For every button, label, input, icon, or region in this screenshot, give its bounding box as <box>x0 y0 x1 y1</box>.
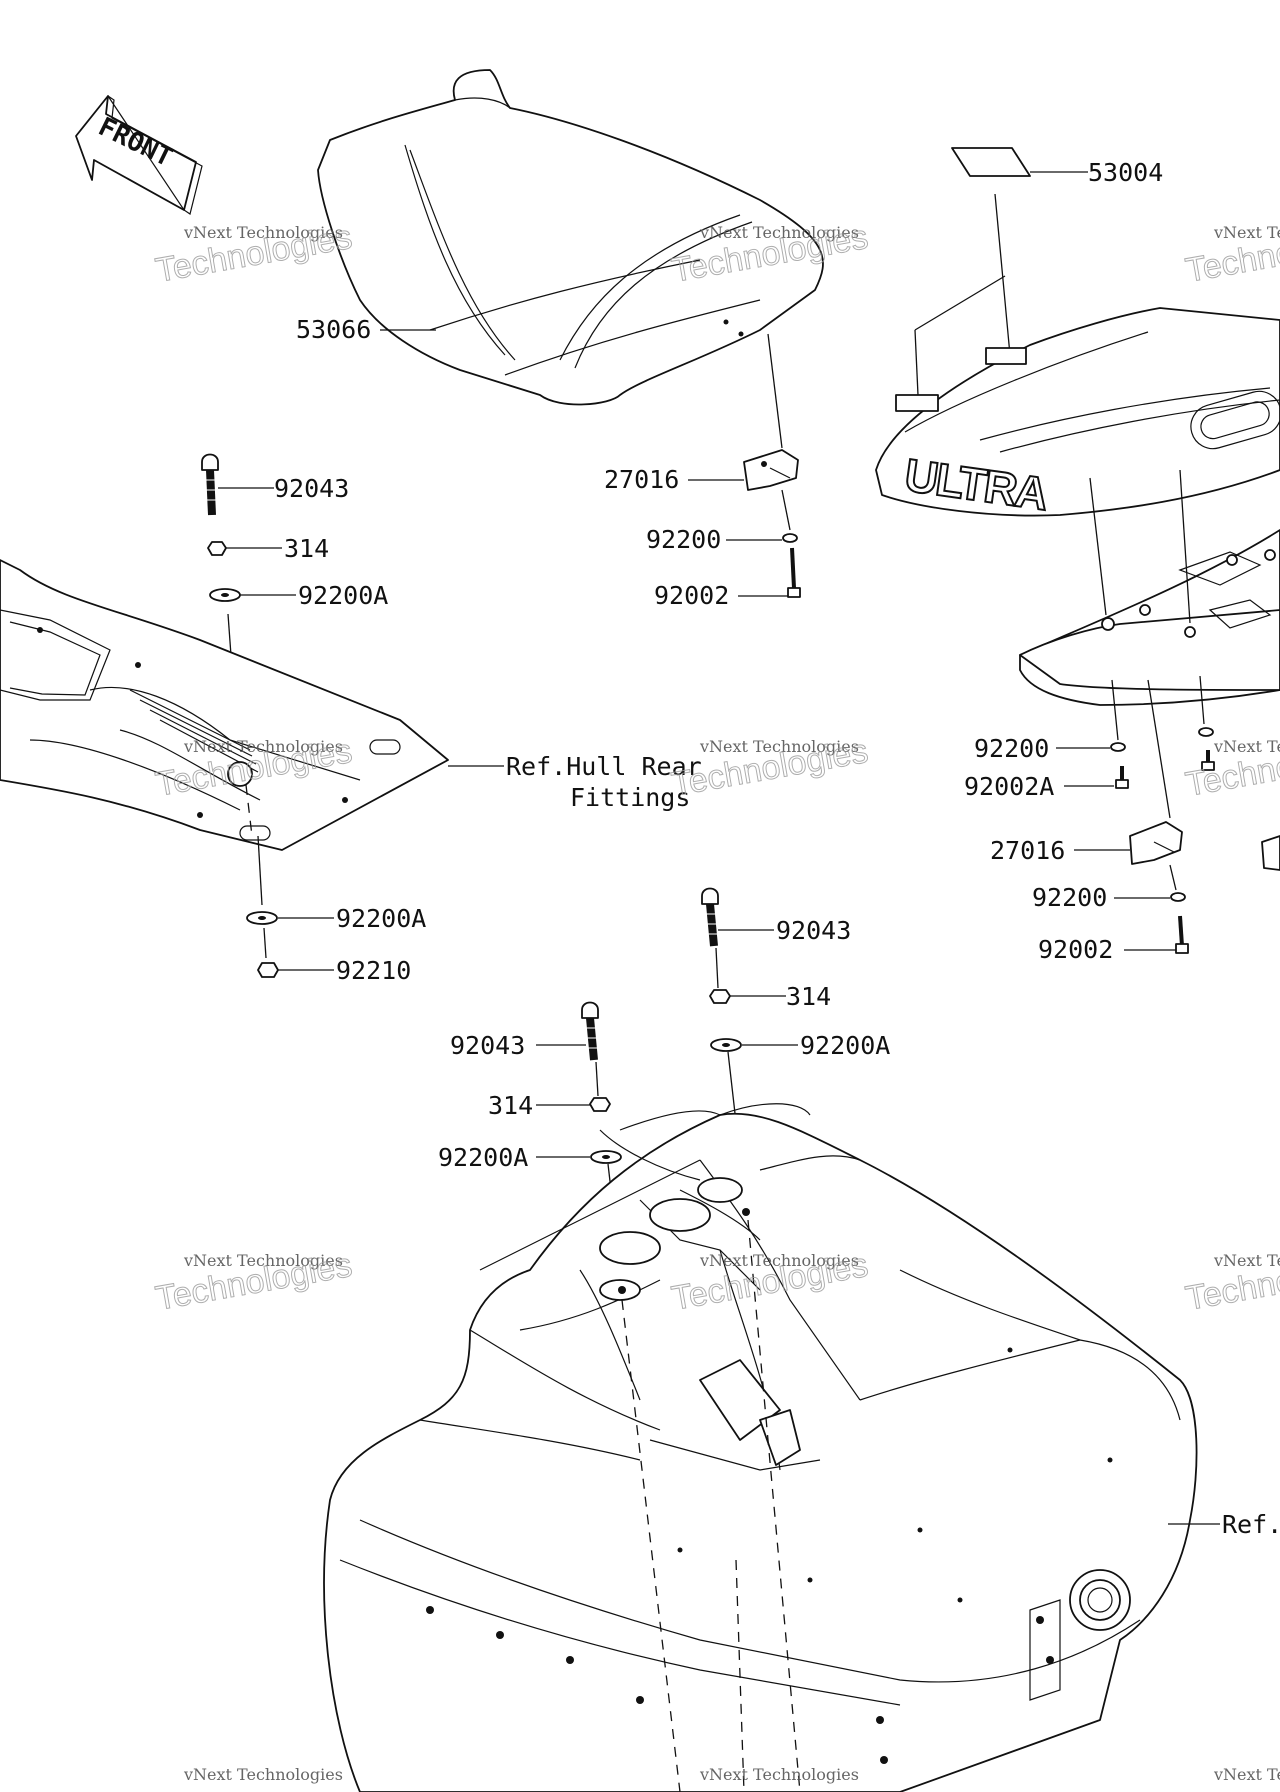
ref-hull-rear-line1[interactable]: Ref.Hull Rear <box>506 752 702 781</box>
watermark-text: vNext Technologies <box>699 1765 859 1784</box>
seat-hook-icon <box>1261 835 1280 871</box>
seat-icon <box>317 69 824 406</box>
part-number-92002-top[interactable]: 92002 <box>654 581 729 610</box>
nut-icon <box>709 989 731 1004</box>
part-number-92200-right-lower[interactable]: 92200 <box>1032 883 1107 912</box>
part-number-92043-middle-right[interactable]: 92043 <box>776 916 851 945</box>
part-number-92002-right[interactable]: 92002 <box>1038 935 1113 964</box>
part-number-53066[interactable]: 53066 <box>296 315 371 344</box>
washer-icon <box>1198 727 1214 737</box>
bolt-icon <box>787 547 801 598</box>
nut-icon <box>589 1097 611 1112</box>
washer-icon <box>246 911 278 925</box>
washer-icon <box>710 1038 742 1052</box>
front-arrow-icon: FRONT <box>75 95 203 215</box>
part-number-314-middle-left[interactable]: 314 <box>488 1091 533 1120</box>
part-number-53004[interactable]: 53004 <box>1088 158 1163 187</box>
part-number-92210[interactable]: 92210 <box>336 956 411 985</box>
watermark-text: vNext Technologies <box>183 1251 343 1270</box>
part-number-92043-middle-left[interactable]: 92043 <box>450 1031 525 1060</box>
part-number-314-middle-right[interactable]: 314 <box>786 982 831 1011</box>
hull-deck-icon <box>0 559 449 851</box>
seat-hook-icon <box>1129 821 1183 865</box>
washer-icon <box>1110 742 1126 752</box>
watermark-text: vNext Technologies <box>699 1251 859 1270</box>
nut-icon <box>207 541 227 556</box>
part-number-92200-right[interactable]: 92200 <box>974 734 1049 763</box>
watermark-text: vNext Technologies <box>1213 1765 1280 1784</box>
bolt-icon <box>201 453 219 516</box>
watermark-text: vNext Technologies <box>183 737 343 756</box>
part-number-92200A-left-lower[interactable]: 92200A <box>336 904 426 933</box>
part-number-92200A-left[interactable]: 92200A <box>298 581 388 610</box>
washer-icon <box>590 1150 622 1164</box>
part-number-92200-top[interactable]: 92200 <box>646 525 721 554</box>
pad-icon <box>951 147 1031 177</box>
ref-hull-rear-line2[interactable]: Fittings <box>570 783 690 812</box>
watermark-text: vNext Technologies <box>183 1765 343 1784</box>
nut-icon <box>257 962 279 978</box>
bolt-icon <box>1175 915 1189 954</box>
watermark-text: vNext Technologies <box>699 737 859 756</box>
seat-hook-icon <box>743 449 799 491</box>
part-number-92200A-middle-right[interactable]: 92200A <box>800 1031 890 1060</box>
ref-right-edge[interactable]: Ref. <box>1222 1510 1280 1539</box>
watermark-text: vNext Technologies <box>1213 737 1280 756</box>
bolt-icon <box>1201 750 1215 771</box>
washer-icon <box>782 533 798 543</box>
bolt-icon <box>581 1001 599 1061</box>
washer-icon <box>209 588 241 602</box>
hull-deck-icon <box>323 1103 1198 1792</box>
seat-base-icon <box>1019 529 1280 706</box>
rear-seat-icon: ULTRA <box>875 307 1280 521</box>
washer-icon <box>1170 892 1186 902</box>
watermark-text: vNext Technologies <box>1213 223 1280 242</box>
part-number-314-left[interactable]: 314 <box>284 534 329 563</box>
watermark-text: vNext Technologies <box>183 223 343 242</box>
bolt-icon <box>701 887 719 947</box>
watermark-text: vNext Technologies <box>699 223 859 242</box>
part-number-92043-left[interactable]: 92043 <box>274 474 349 503</box>
watermark-text: vNext Technologies <box>1213 1251 1280 1270</box>
part-number-27016-top[interactable]: 27016 <box>604 465 679 494</box>
part-number-27016-right[interactable]: 27016 <box>990 836 1065 865</box>
part-number-92002A[interactable]: 92002A <box>964 772 1054 801</box>
bolt-icon <box>1115 766 1129 789</box>
part-number-92200A-middle-left[interactable]: 92200A <box>438 1143 528 1172</box>
